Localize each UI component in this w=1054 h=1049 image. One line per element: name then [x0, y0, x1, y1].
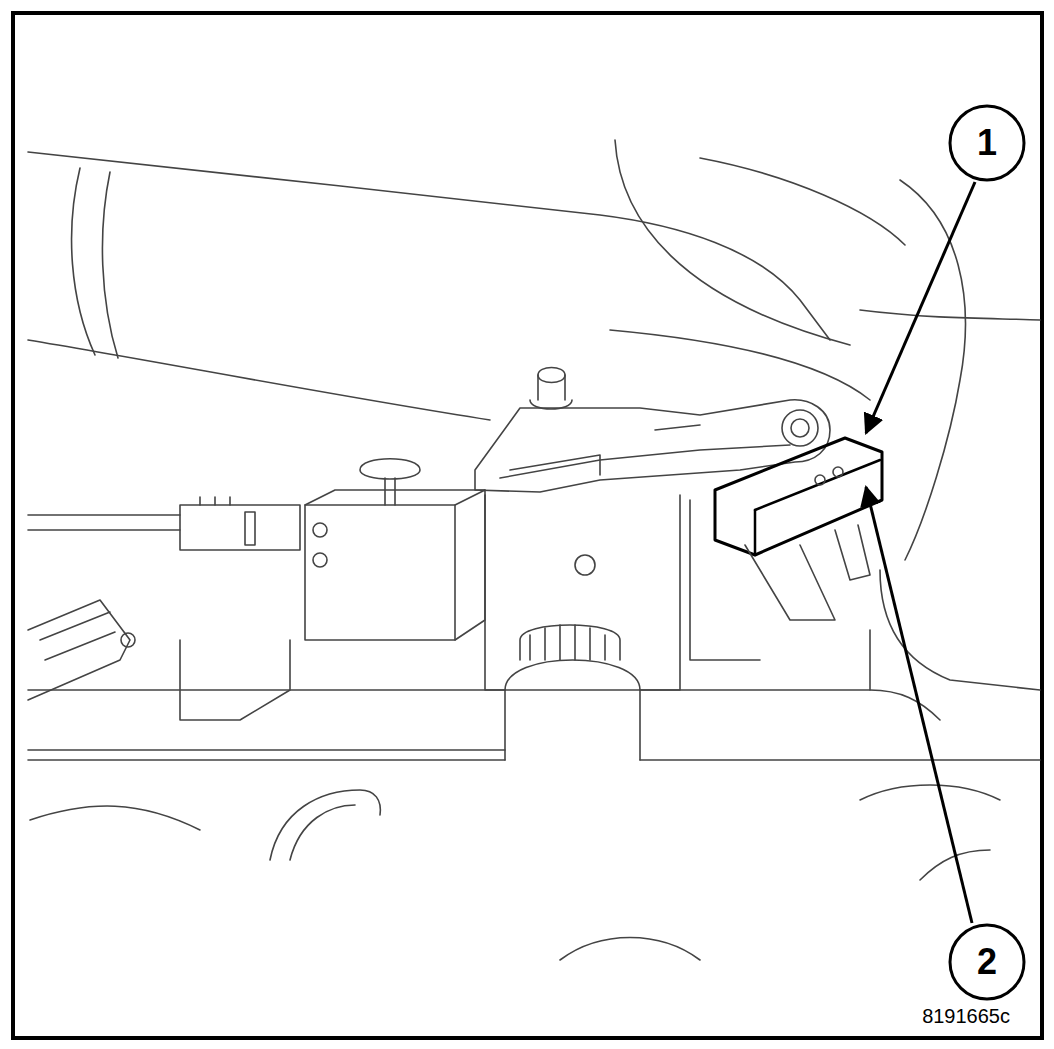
figure-code: 8191665c: [920, 1005, 1012, 1028]
callout-number: 1: [948, 104, 1026, 182]
leader-arrow: [866, 182, 975, 433]
frame: [13, 13, 1042, 1038]
callout-circle: 2: [948, 923, 1026, 1001]
callout-number: 2: [948, 923, 1026, 1001]
callout-circle: 1: [948, 104, 1026, 182]
leader-arrow: [866, 487, 972, 923]
part-outlines: [28, 140, 1040, 960]
